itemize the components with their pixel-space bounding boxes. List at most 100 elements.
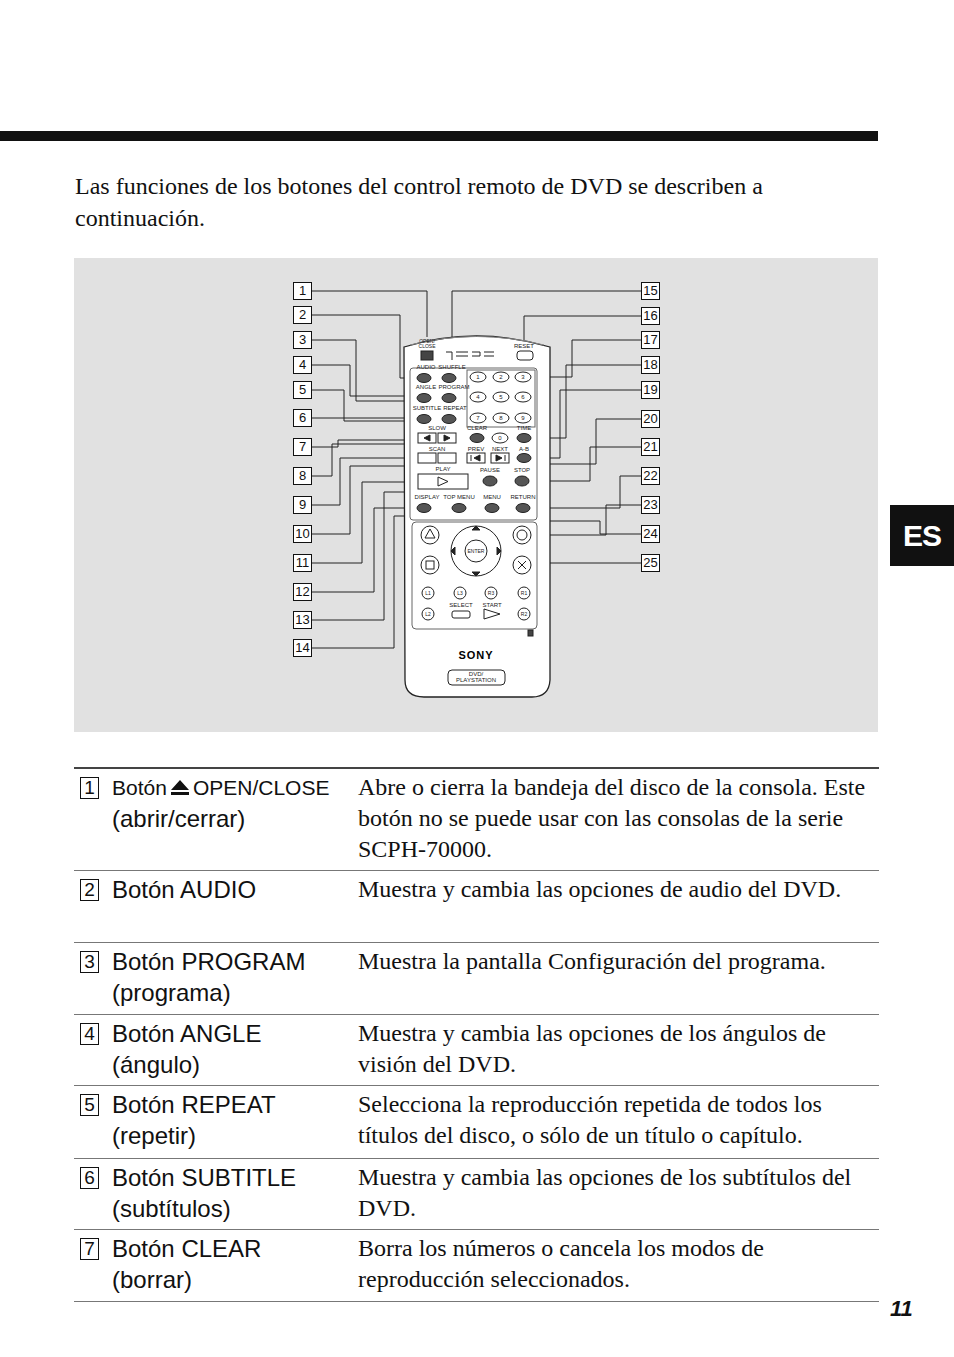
callout-number: 20 bbox=[641, 410, 660, 428]
remote-button-label: REPEAT bbox=[443, 405, 467, 411]
button-name: Botón REPEAT (repetir) bbox=[112, 1089, 334, 1151]
remote-button-label: ENTER bbox=[468, 549, 485, 554]
callout-number: 1 bbox=[293, 282, 312, 300]
callout-number: 19 bbox=[641, 381, 660, 399]
callout-number: 22 bbox=[641, 467, 660, 485]
language-tab: ES bbox=[890, 505, 954, 566]
remote-button-label: 6 bbox=[521, 394, 524, 400]
remote-button-label: TIME bbox=[517, 425, 531, 431]
row-number: 2 bbox=[80, 879, 99, 901]
button-name: BotónOPEN/CLOSE(abrir/cerrar) bbox=[112, 772, 352, 834]
button-description: Selecciona la reproducción repetida de t… bbox=[358, 1089, 878, 1151]
leader-line bbox=[537, 521, 641, 534]
button-name: Botón PROGRAM (programa) bbox=[112, 946, 334, 1008]
leader-line bbox=[312, 418, 416, 419]
remote-button-label: 5 bbox=[499, 394, 502, 400]
remote-button-label: L3 bbox=[457, 591, 463, 596]
row-number: 5 bbox=[80, 1094, 99, 1116]
intro-text: Las funciones de los botones del control… bbox=[75, 170, 865, 234]
row-number: 6 bbox=[80, 1167, 99, 1189]
remote-button-label: TOP MENU bbox=[443, 494, 474, 500]
remote-button-label: DVD/ PLAYSTATION bbox=[450, 671, 502, 683]
callout-number: 21 bbox=[641, 438, 660, 456]
remote-button-label: RETURN bbox=[511, 494, 536, 500]
row-number: 3 bbox=[80, 951, 99, 973]
button-name: Botón SUBTITLE (subtítulos) bbox=[112, 1162, 334, 1224]
eject-icon bbox=[167, 778, 193, 798]
leader-line bbox=[312, 365, 416, 396]
button-description: Muestra y cambia las opciones de audio d… bbox=[358, 874, 878, 905]
remote-button-label: MENU bbox=[483, 494, 501, 500]
leader-line bbox=[537, 563, 641, 564]
callout-number: 23 bbox=[641, 496, 660, 514]
leader-line bbox=[312, 291, 427, 337]
remote-button-label: 3 bbox=[521, 374, 524, 380]
remote-button-label: DISPLAY bbox=[415, 494, 440, 500]
remote-control bbox=[404, 336, 550, 697]
remote-button-label: L1 bbox=[425, 591, 431, 596]
remote-button-label: SONY bbox=[458, 650, 493, 661]
remote-button-label: SCAN bbox=[429, 446, 446, 452]
callout-number: 11 bbox=[293, 554, 312, 572]
callout-number: 16 bbox=[641, 307, 660, 325]
remote-button-label: PROGRAM bbox=[438, 384, 469, 390]
callout-number: 14 bbox=[293, 639, 312, 657]
button-name-gloss: (abrir/cerrar) bbox=[112, 803, 352, 834]
remote-button-label: A-B bbox=[519, 446, 529, 452]
remote-button-label: 2 bbox=[499, 374, 502, 380]
button-name-line: BotónOPEN/CLOSE bbox=[112, 772, 352, 803]
button-description: Muestra la pantalla Configuración del pr… bbox=[358, 946, 878, 977]
row-number: 7 bbox=[80, 1238, 99, 1260]
callout-number: 25 bbox=[641, 554, 660, 572]
button-description: Abre o cierra la bandeja del disco de la… bbox=[358, 772, 878, 865]
remote-button-label: PLAY bbox=[436, 466, 451, 472]
button-name: Botón CLEAR (borrar) bbox=[112, 1233, 334, 1295]
remote-button-label: SUBTITLE bbox=[413, 405, 442, 411]
remote-button-label: SELECT bbox=[449, 602, 472, 608]
remote-button-label: AUDIO bbox=[416, 364, 435, 370]
remote-button-label: PREV bbox=[468, 446, 484, 452]
remote-button-label: PAUSE bbox=[480, 467, 500, 473]
callout-number: 6 bbox=[293, 409, 312, 427]
figure-panel bbox=[74, 258, 878, 732]
table-rules bbox=[74, 767, 879, 1302]
remote-button-label: OPEN/ CLOSE bbox=[417, 339, 437, 349]
remote-button-label: SLOW bbox=[428, 425, 446, 431]
remote-button-label: R1 bbox=[521, 591, 527, 596]
button-name: Botón ANGLE (ángulo) bbox=[112, 1018, 334, 1080]
callout-number: 7 bbox=[293, 438, 312, 456]
remote-button-label: CLEAR bbox=[467, 425, 487, 431]
remote-button-label: ANGLE bbox=[416, 384, 436, 390]
remote-button-label: 1 bbox=[476, 374, 479, 380]
remote-button-label: 8 bbox=[499, 415, 502, 421]
callout-number: 4 bbox=[293, 356, 312, 374]
remote-button-label: NEXT bbox=[492, 446, 508, 452]
callout-number: 17 bbox=[641, 331, 660, 349]
button-word: Botón bbox=[112, 772, 167, 803]
top-rule bbox=[0, 131, 878, 141]
callout-number: 18 bbox=[641, 356, 660, 374]
row-number: 1 bbox=[80, 777, 99, 799]
button-description: Muestra y cambia las opciones de los áng… bbox=[358, 1018, 878, 1080]
leader-line bbox=[312, 508, 417, 592]
page-number: 11 bbox=[890, 1296, 913, 1322]
tab-text: ES bbox=[903, 521, 941, 551]
row-number: 4 bbox=[80, 1023, 99, 1045]
leader-line bbox=[312, 315, 416, 378]
callout-number: 13 bbox=[293, 611, 312, 629]
callout-number: 12 bbox=[293, 583, 312, 601]
callout-number: 9 bbox=[293, 496, 312, 514]
button-name: Botón AUDIO bbox=[112, 874, 334, 905]
button-description: Borra los números o cancela los modos de… bbox=[358, 1233, 878, 1295]
remote-button-label: L2 bbox=[425, 612, 431, 617]
leader-line bbox=[524, 316, 641, 340]
remote-button-label: 9 bbox=[521, 415, 524, 421]
remote-button-label: START bbox=[482, 602, 501, 608]
callout-number: 24 bbox=[641, 525, 660, 543]
remote-button-label: RESET bbox=[514, 343, 534, 349]
callout-number: 15 bbox=[641, 282, 660, 300]
callout-number: 5 bbox=[293, 381, 312, 399]
leader-line bbox=[509, 419, 641, 464]
callout-number: 2 bbox=[293, 306, 312, 324]
remote-button-label: R2 bbox=[521, 612, 527, 617]
